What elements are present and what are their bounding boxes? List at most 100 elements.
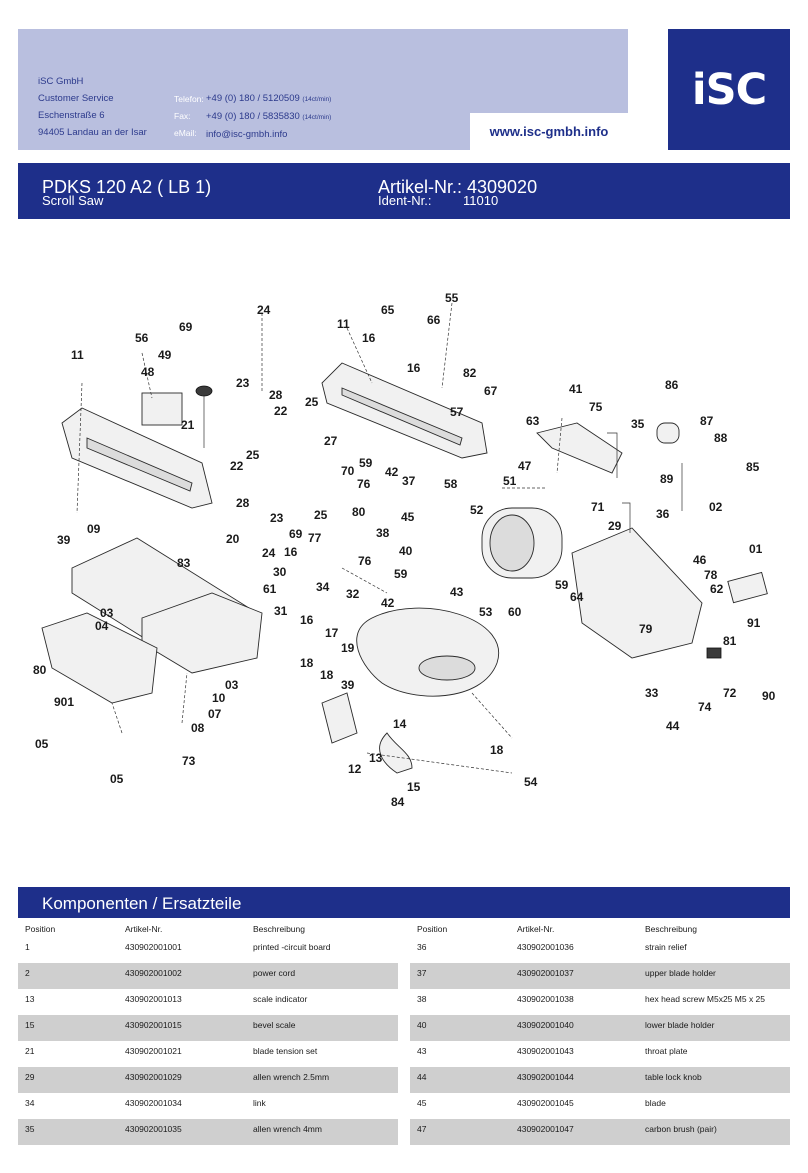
part-label: 71 (591, 500, 605, 514)
part-label: 90 (762, 689, 776, 703)
part-label: 02 (709, 500, 723, 514)
logo-text: iSC (691, 64, 767, 115)
part-label: 09 (87, 522, 101, 536)
cell-description: printed -circuit board (253, 942, 331, 952)
tension-knob (195, 385, 213, 397)
motor-housing (571, 527, 703, 659)
part-label: 31 (274, 604, 288, 618)
part-label: 85 (746, 460, 760, 474)
product-model: PDKS 120 A2 ( LB 1) (42, 177, 212, 197)
cell-description: blade tension set (253, 1046, 318, 1056)
part-label: 38 (376, 526, 390, 540)
product-subtitle: Scroll Saw (42, 193, 104, 208)
part-label: 25 (246, 448, 260, 462)
table-header: Position Artikel-Nr. Beschreibung (410, 920, 790, 937)
arm-slot (86, 437, 193, 492)
part-label: 16 (284, 545, 298, 559)
part-label: 36 (656, 507, 670, 521)
part-label: 57 (450, 405, 464, 419)
part-label: 56 (135, 331, 149, 345)
part-label: 49 (158, 348, 172, 362)
cell-article: 430902001043 (517, 1046, 574, 1056)
header-article: Artikel-Nr. (517, 924, 555, 934)
part-label: 14 (393, 717, 407, 731)
part-label: 23 (270, 511, 284, 525)
part-label: 59 (394, 567, 408, 581)
part-label: 19 (341, 641, 355, 655)
part-label: 20 (226, 532, 240, 546)
contact-values: +49 (0) 180 / 5120509 (14ct/min) +49 (0)… (206, 90, 331, 143)
part-label: 17 (325, 626, 339, 640)
part-label: 10 (212, 691, 226, 705)
part-label: 80 (352, 505, 366, 519)
part-label: 80 (33, 663, 47, 677)
part-label: 44 (666, 719, 680, 733)
cell-article: 430902001034 (125, 1098, 182, 1108)
cell-article: 430902001044 (517, 1072, 574, 1082)
part-label: 41 (569, 382, 583, 396)
cell-article: 430902001047 (517, 1124, 574, 1134)
part-label: 23 (236, 376, 250, 390)
part-label: 22 (274, 404, 288, 418)
part-label: 48 (141, 365, 155, 379)
part-label: 32 (346, 587, 360, 601)
part-label: 69 (289, 527, 303, 541)
cell-description: allen wrench 4mm (253, 1124, 322, 1134)
allen-wrench-4mm (607, 432, 618, 478)
cell-position: 47 (417, 1124, 427, 1134)
part-label: 39 (341, 678, 355, 692)
part-label: 66 (427, 313, 441, 327)
phone-rate: (14ct/min) (302, 96, 332, 103)
part-label: 61 (263, 582, 277, 596)
clamp-block (141, 392, 183, 426)
header-description: Beschreibung (645, 924, 697, 934)
part-label: 25 (305, 395, 319, 409)
part-label: 21 (181, 418, 195, 432)
cell-position: 2 (25, 968, 30, 978)
part-label: 42 (381, 596, 395, 610)
part-label: 54 (524, 775, 538, 789)
part-label: 18 (300, 656, 314, 670)
part-label: 81 (723, 634, 737, 648)
leader-lines (76, 302, 563, 774)
part-label: 59 (555, 578, 569, 592)
part-label: 72 (723, 686, 737, 700)
part-label: 22 (230, 459, 244, 473)
header-position: Position (25, 924, 56, 934)
part-label: 62 (710, 582, 724, 596)
table-header: Position Artikel-Nr. Beschreibung (18, 920, 398, 937)
part-label: 86 (665, 378, 679, 392)
cell-position: 21 (25, 1046, 35, 1056)
cell-description: blade (645, 1098, 666, 1108)
part-label: 39 (57, 533, 71, 547)
circuit-board (727, 571, 768, 604)
cell-position: 1 (25, 942, 30, 952)
blade-guard (41, 612, 158, 704)
table-hole (418, 655, 476, 681)
part-label: 24 (262, 546, 276, 560)
cell-position: 38 (417, 994, 427, 1004)
part-label: 28 (269, 388, 283, 402)
website-link[interactable]: www.isc-gmbh.info (470, 113, 628, 150)
part-label: 40 (399, 544, 413, 558)
part-label: 69 (179, 320, 193, 334)
fax-label: Fax: (174, 111, 191, 121)
cell-position: 45 (417, 1098, 427, 1108)
brush-cap (656, 422, 680, 444)
part-label: 88 (714, 431, 728, 445)
part-label: 34 (316, 580, 330, 594)
email-value[interactable]: info@isc-gmbh.info (206, 129, 288, 140)
part-label: 42 (385, 465, 399, 479)
header-position: Position (417, 924, 448, 934)
part-label: 65 (381, 303, 395, 317)
cell-article: 430902001035 (125, 1124, 182, 1134)
cell-article: 430902001029 (125, 1072, 182, 1082)
